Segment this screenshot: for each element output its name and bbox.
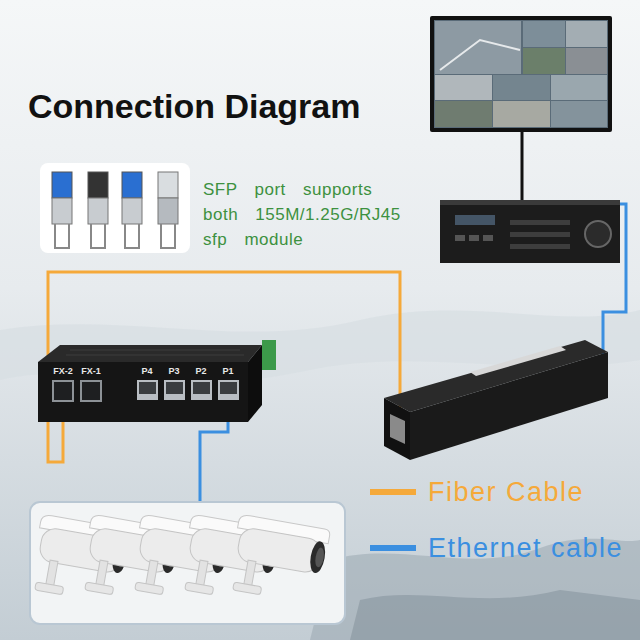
video-recorder — [440, 200, 620, 263]
sfp-module — [52, 172, 72, 248]
rj45-port: P1 — [216, 366, 240, 408]
port-opening — [137, 380, 158, 400]
media-converter — [384, 340, 608, 460]
legend-row: Fiber Cable — [370, 472, 584, 512]
legend-label: Fiber Cable — [428, 477, 584, 508]
port-label: FX-1 — [78, 366, 104, 377]
port-opening — [164, 380, 185, 400]
sfp-module — [122, 172, 142, 248]
port-label: P3 — [162, 366, 186, 377]
legend-label: Ethernet cable — [428, 533, 623, 564]
legend-swatch — [370, 545, 416, 551]
rj45-port: P3 — [162, 366, 186, 408]
port-opening — [52, 380, 74, 402]
sfp-module — [88, 172, 108, 248]
video-cable — [521, 132, 524, 204]
port-label: P4 — [135, 366, 159, 377]
sfp-port: FX-2 — [50, 366, 76, 408]
port-label: FX-2 — [50, 366, 76, 377]
sfp-module — [158, 172, 178, 248]
network-switch — [38, 340, 276, 422]
ice-shadow — [350, 590, 640, 640]
sfp-port: FX-1 — [78, 366, 104, 408]
port-opening — [80, 380, 102, 402]
sfp-panel — [40, 163, 190, 253]
port-opening — [191, 380, 212, 400]
monitor — [430, 16, 612, 132]
ip-camera — [227, 514, 331, 605]
port-label: P2 — [189, 366, 213, 377]
legend-row: Ethernet cable — [370, 528, 623, 568]
rj45-port: P2 — [189, 366, 213, 408]
note-text: SFP port supports both 155M/1.25G/RJ45 s… — [203, 177, 408, 252]
port-opening — [218, 380, 239, 400]
rj45-port: P4 — [135, 366, 159, 408]
ethernet-wire — [200, 408, 228, 502]
port-label: P1 — [216, 366, 240, 377]
diagram-title: Connection Diagram — [28, 86, 360, 126]
legend-swatch — [370, 489, 416, 495]
